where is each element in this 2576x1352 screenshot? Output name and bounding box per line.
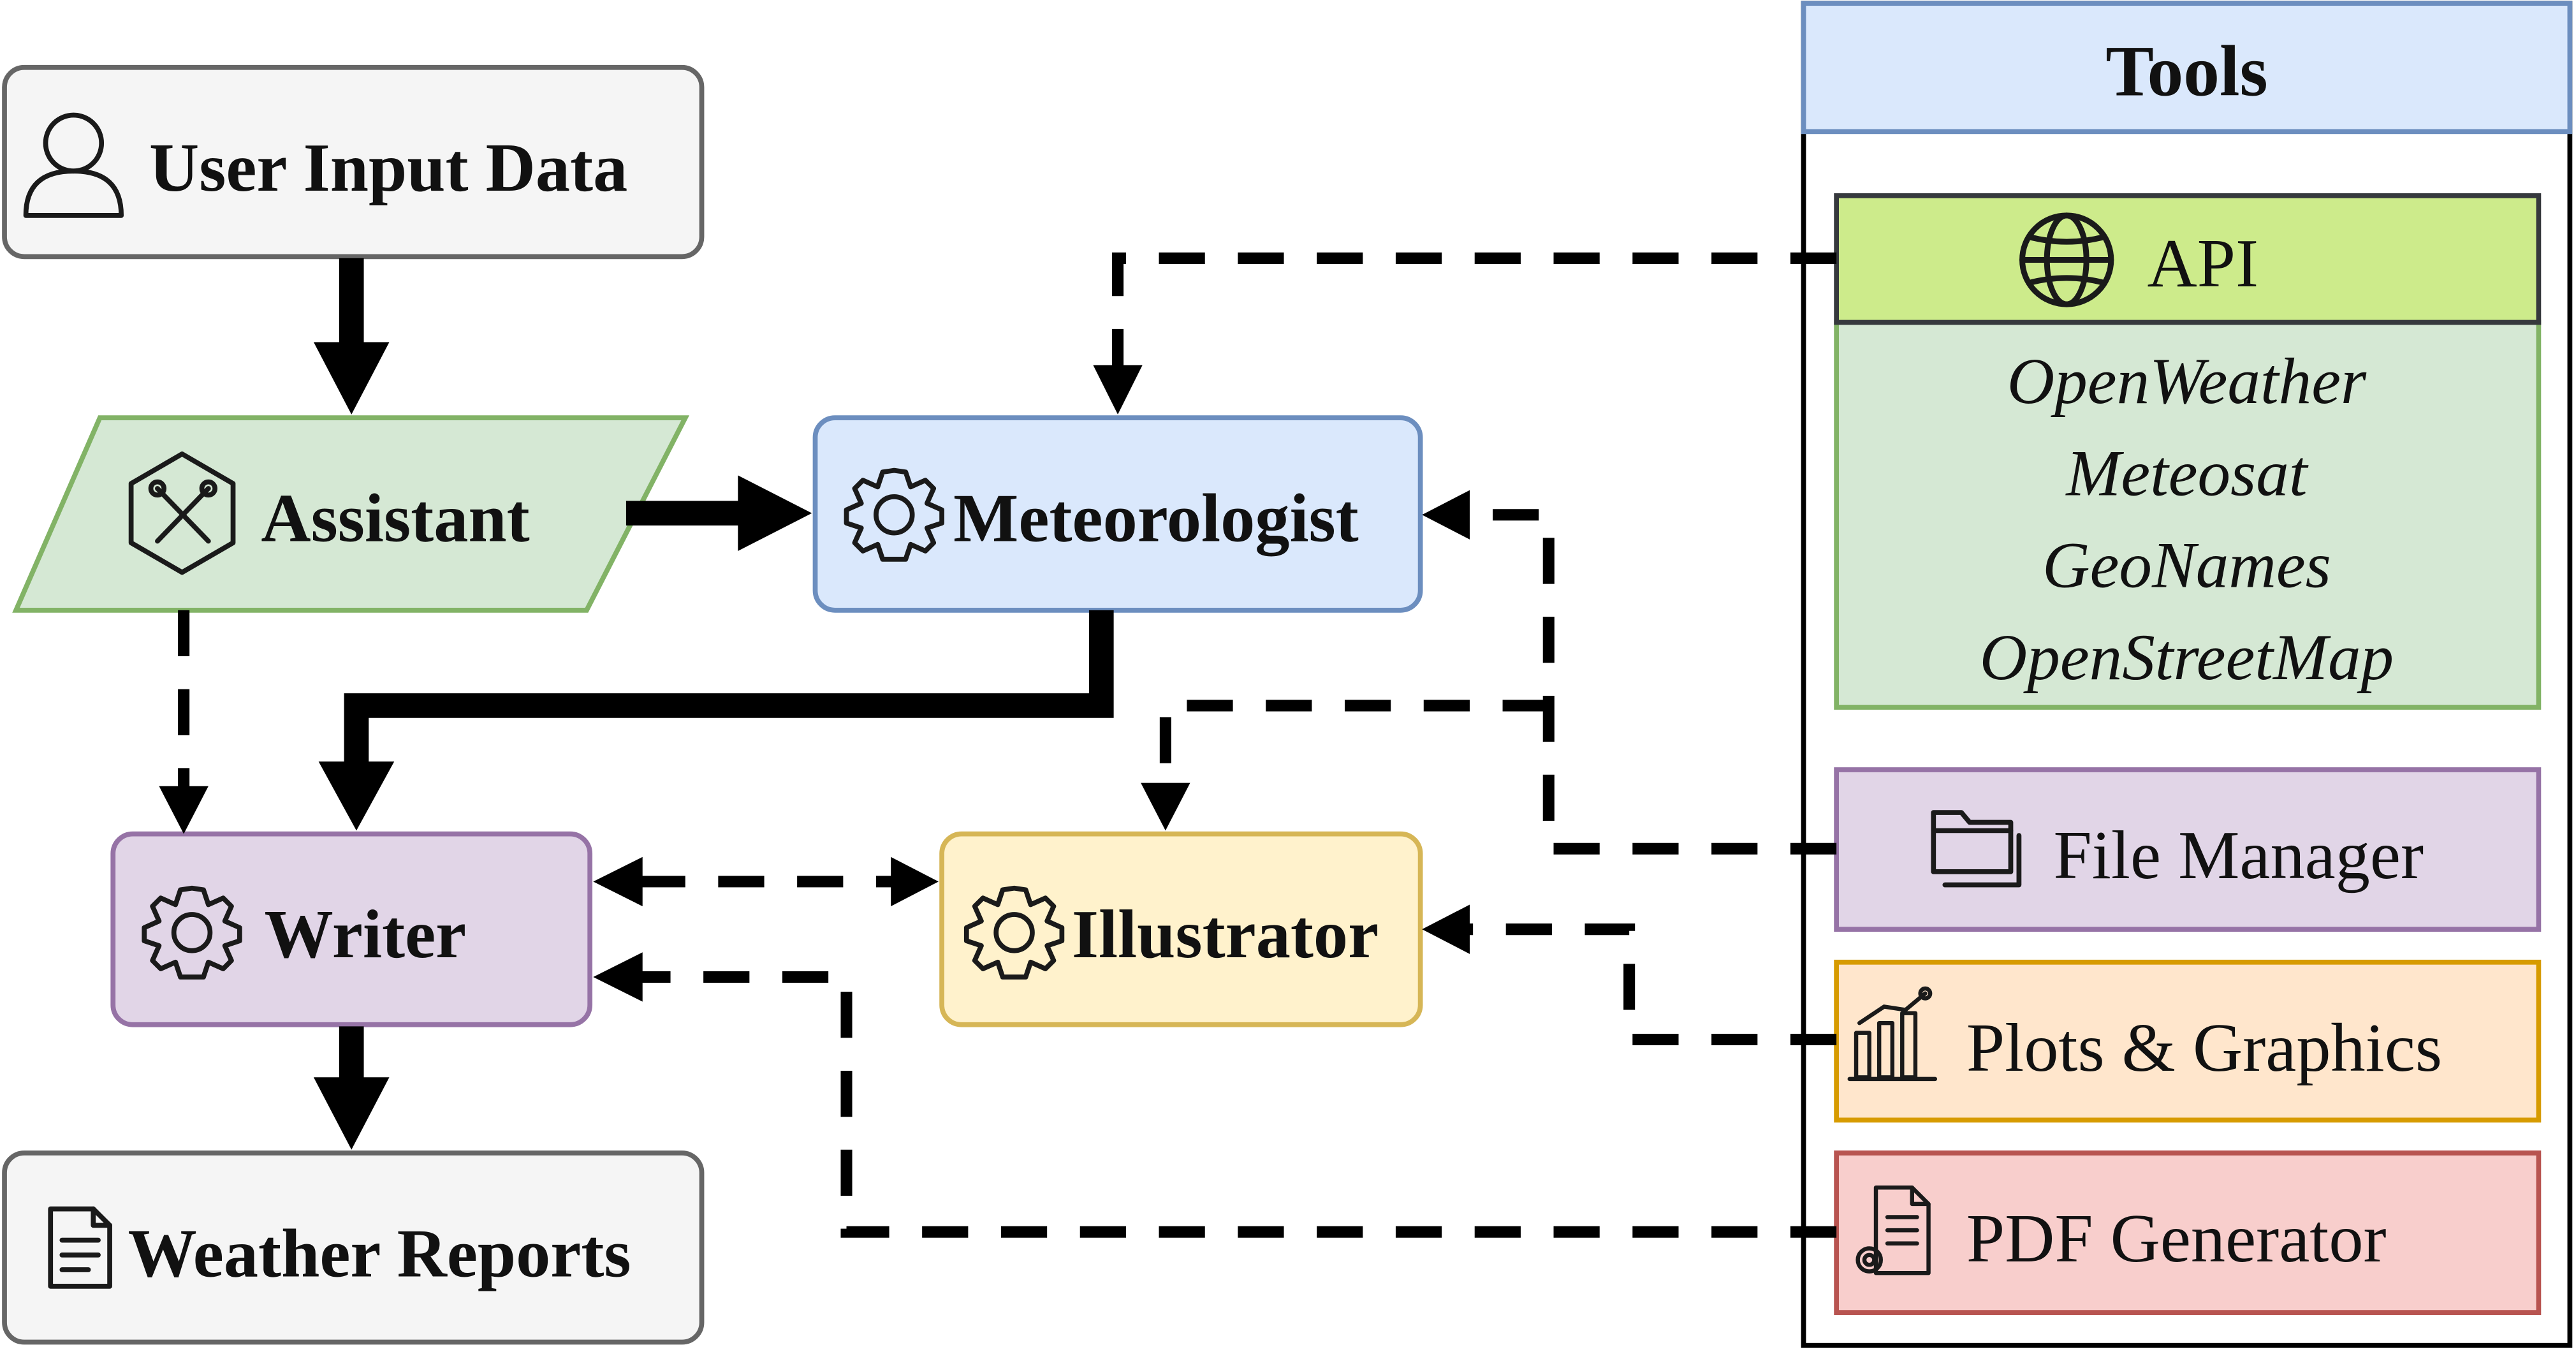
dash-pdf-to-writer [593,952,1837,1238]
assistant-label: Assistant [261,480,529,557]
plots-graphics-label: Plots & Graphics [1966,1010,2442,1086]
arrow-writer-to-reports [313,1026,390,1150]
file-manager-label: File Manager [2054,817,2424,893]
api-header [1834,193,2542,325]
illustrator-node: Illustrator [939,831,1423,1027]
api-service-meteosat: Meteosat [2065,437,2308,510]
api-service-openweather: OpenWeather [2007,345,2367,418]
illustrator-label: Illustrator [1072,896,1379,973]
document-gear-icon [1855,1185,1931,1275]
assistant-node: Assistant [12,415,690,613]
tools-title: Tools [2105,31,2267,112]
meteorologist-label: Meteorologist [953,480,1359,557]
weather-reports-label: Weather Reports [128,1215,631,1291]
meteorologist-node: Meteorologist [812,415,1423,613]
tools-header [1801,1,2573,135]
writer-label: Writer [265,896,467,973]
bar-chart-icon [1847,986,1938,1082]
user-icon [23,112,124,218]
api-label: API [2148,225,2259,302]
arrow-user-to-assistant [313,258,390,415]
folder-icon [1931,810,2022,888]
weather-reports-node: Weather Reports [2,1150,705,1345]
document-icon [48,1206,112,1289]
api-service-openstreetmap: OpenStreetMap [1980,621,2394,694]
pdf-generator-tool[interactable]: PDF Generator [1834,1150,2542,1315]
api-tool[interactable]: API OpenWeather Meteosat GeoNames OpenSt… [1834,193,2542,710]
dash-assistant-to-writer [159,610,209,834]
user-input-label: User Input Data [149,129,627,206]
dashed-connectors [159,252,1837,1238]
dash-filemanager-to-meteorologist [1422,490,1837,855]
api-service-geonames: GeoNames [2042,529,2331,602]
user-input-node: User Input Data [2,64,705,260]
gear-icon [963,885,1065,980]
gear-icon [844,467,944,562]
dash-writer-illustrator [593,856,939,907]
dash-filemanager-to-illustrator [1141,700,1549,831]
solid-connectors [313,258,1114,1150]
plots-graphics-tool[interactable]: Plots & Graphics [1834,959,2542,1123]
pdf-generator-label: PDF Generator [1966,1200,2387,1277]
tools-hexagon-icon [128,451,236,575]
file-manager-tool[interactable]: File Manager [1834,767,2542,932]
arrow-assistant-to-meteorologist [626,475,812,551]
gear-icon [142,885,242,980]
writer-node: Writer [110,831,593,1027]
arrow-meteorologist-to-writer [318,610,1114,831]
dash-plots-to-illustrator [1422,904,1837,1046]
dash-api-to-meteorologist [1093,252,1837,415]
globe-icon [2019,212,2114,307]
